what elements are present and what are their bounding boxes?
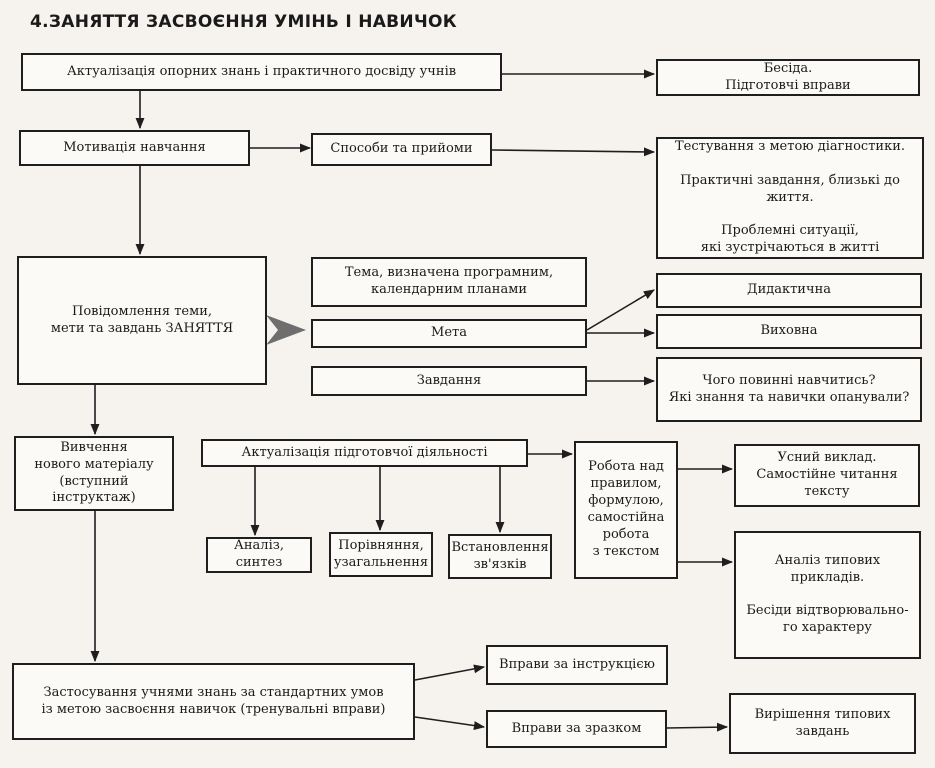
arrow-zastosuvannia-to-instruktsiia <box>414 664 486 681</box>
box-porivniannia: Порівняння, узагальнення <box>329 532 433 577</box>
box-motyvatsiia: Мотивація навчання <box>19 130 250 166</box>
box-vyvchennia: Вивчення нового матеріалу (вступний інст… <box>14 436 174 511</box>
box-tema: Тема, визначена програмним, календарним … <box>311 257 587 307</box>
box-zastosuvannia: Застосування учнями знань за стандартних… <box>12 663 415 740</box>
big-arrow-povidomlennia-to-targets <box>266 315 306 345</box>
box-dydaktychna: Дидактична <box>656 273 922 308</box>
arrow-meta-to-dydaktychna <box>586 289 655 331</box>
box-zavdannia: Завдання <box>311 366 587 396</box>
box-vykhovna: Виховна <box>656 314 922 349</box>
box-choho: Чого повинні навчитись? Які знання та на… <box>656 357 922 422</box>
box-testuvannia: Тестування з метою діагностики. Практичн… <box>656 137 924 259</box>
box-robota: Робота над правилом, формулою, самостійн… <box>574 441 678 579</box>
box-instruktsiia: Вправи за інструкцією <box>486 645 668 685</box>
box-usnyi: Усний виклад. Самостійне читання тексту <box>734 444 920 507</box>
box-analiz-typovykh: Аналіз типових прикладів. Бесіди відтвор… <box>734 531 921 659</box>
box-sposoby: Способи та прийоми <box>311 133 492 166</box>
box-aktualizatsiia: Актуалізація опорних знань і практичного… <box>21 53 502 91</box>
arrow-zastosuvannia-to-zrazok <box>414 716 486 730</box>
box-vstanovlennia: Встановлення зв'язків <box>448 534 552 579</box>
page-title: 4.ЗАНЯТТЯ ЗАСВОЄННЯ УМІНЬ І НАВИЧОК <box>30 12 457 32</box>
box-pidhotovcha: Актуалізація підготовчої діяльності <box>201 439 528 467</box>
box-vyrishennia: Вирішення типових завдань <box>729 693 916 754</box>
box-analiz-syntez: Аналіз, синтез <box>206 537 312 573</box>
box-meta: Мета <box>311 319 587 348</box>
arrow-zrazok-to-vyrishennia <box>666 722 729 732</box>
box-zrazok: Вправи за зразком <box>486 710 667 748</box>
box-povidomlennia: Повідомлення теми, мети та завдань ЗАНЯТ… <box>17 256 267 385</box>
arrow-sposoby-to-testuvannia <box>491 147 656 157</box>
box-besida: Бесіда. Підготовчі вправи <box>656 59 920 96</box>
